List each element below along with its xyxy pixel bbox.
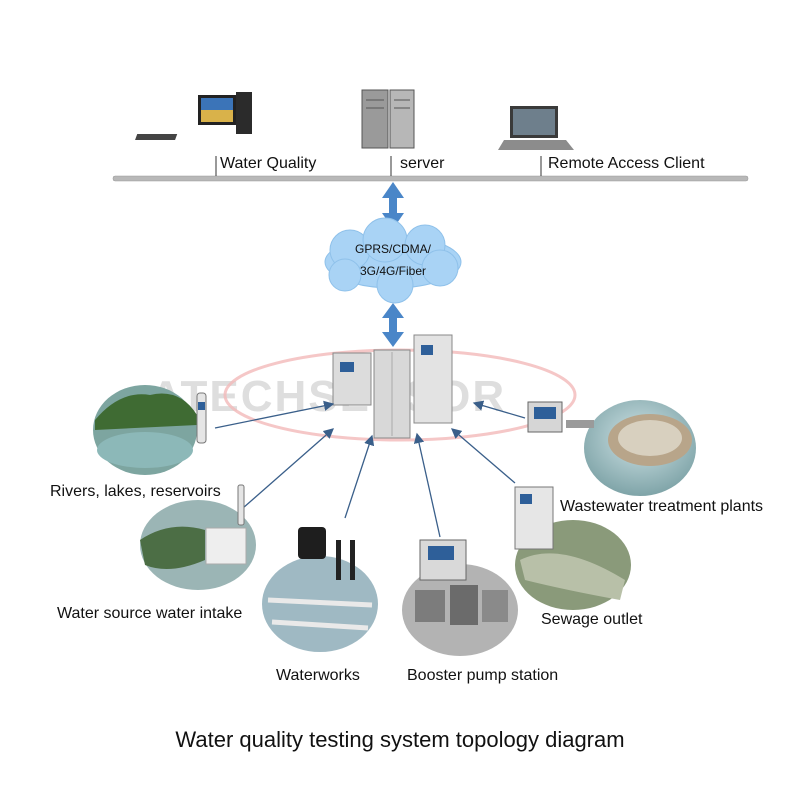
booster-pump-photo xyxy=(402,564,518,656)
sensor-probe-icon-1 xyxy=(196,392,207,444)
rivers-lakes-photo xyxy=(93,385,197,475)
site-label-wastewater: Wastewater treatment plants xyxy=(560,498,764,515)
network-text-line-1: GPRS/CDMA/ xyxy=(354,242,431,256)
network-cloud-icon xyxy=(324,217,462,304)
node-label-water-quality: Water Quality xyxy=(220,155,317,172)
site-label-sewage: Sewage outlet xyxy=(541,611,643,628)
site-label-rivers: Rivers, lakes, reservoirs xyxy=(50,483,221,500)
control-cabinet-2 xyxy=(373,349,411,439)
sensor-probe-icon-2 xyxy=(237,484,245,526)
booster-analyzer-icon xyxy=(419,539,467,581)
sewage-analyzer-icon xyxy=(514,486,554,550)
wastewater-plant-photo xyxy=(584,400,696,496)
connector-rivers xyxy=(214,400,335,429)
server-tower-icon xyxy=(361,89,415,149)
node-label-server: server xyxy=(400,155,445,172)
connector-waterworks xyxy=(344,434,375,519)
network-bus-line xyxy=(112,175,749,182)
diagram-title: Water quality testing system topology di… xyxy=(175,727,625,752)
laptop-icon xyxy=(498,106,574,150)
site-label-booster: Booster pump station xyxy=(407,667,559,684)
desktop-computer-icon xyxy=(135,92,252,140)
wastewater-controller-icon xyxy=(527,401,594,433)
control-cabinet-1 xyxy=(332,352,372,406)
control-cabinet-3 xyxy=(413,334,453,424)
connector-sewage xyxy=(451,428,516,484)
site-label-intake: Water source water intake xyxy=(57,605,243,622)
waterworks-sensor-icon xyxy=(298,527,355,580)
double-arrow-bottom xyxy=(382,303,404,347)
network-text-line-2: 3G/4G/Fiber xyxy=(359,264,427,278)
site-label-waterworks: Waterworks xyxy=(276,667,360,684)
water-intake-photo xyxy=(140,500,256,590)
waterworks-photo xyxy=(262,556,378,652)
node-label-remote-access-client: Remote Access Client xyxy=(548,155,705,172)
connector-intake xyxy=(234,428,334,516)
connector-wastewater xyxy=(472,400,526,419)
connector-booster xyxy=(413,432,441,538)
